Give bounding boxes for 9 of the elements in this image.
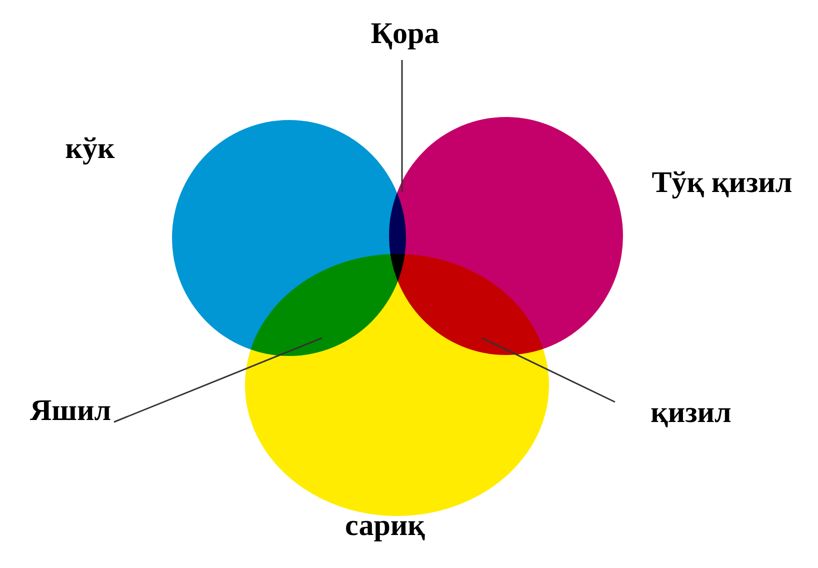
leader-line bbox=[401, 60, 403, 192]
callout-label: Яшил bbox=[30, 392, 112, 428]
circle-label: кўк bbox=[64, 130, 116, 166]
callout-label: қизил bbox=[650, 394, 732, 430]
circle-label: сариқ bbox=[344, 508, 426, 544]
leader-line bbox=[114, 337, 322, 423]
leader-line bbox=[482, 337, 616, 403]
circle-label: Тўқ қизил bbox=[650, 164, 794, 200]
callout-label: Қора bbox=[370, 16, 440, 52]
